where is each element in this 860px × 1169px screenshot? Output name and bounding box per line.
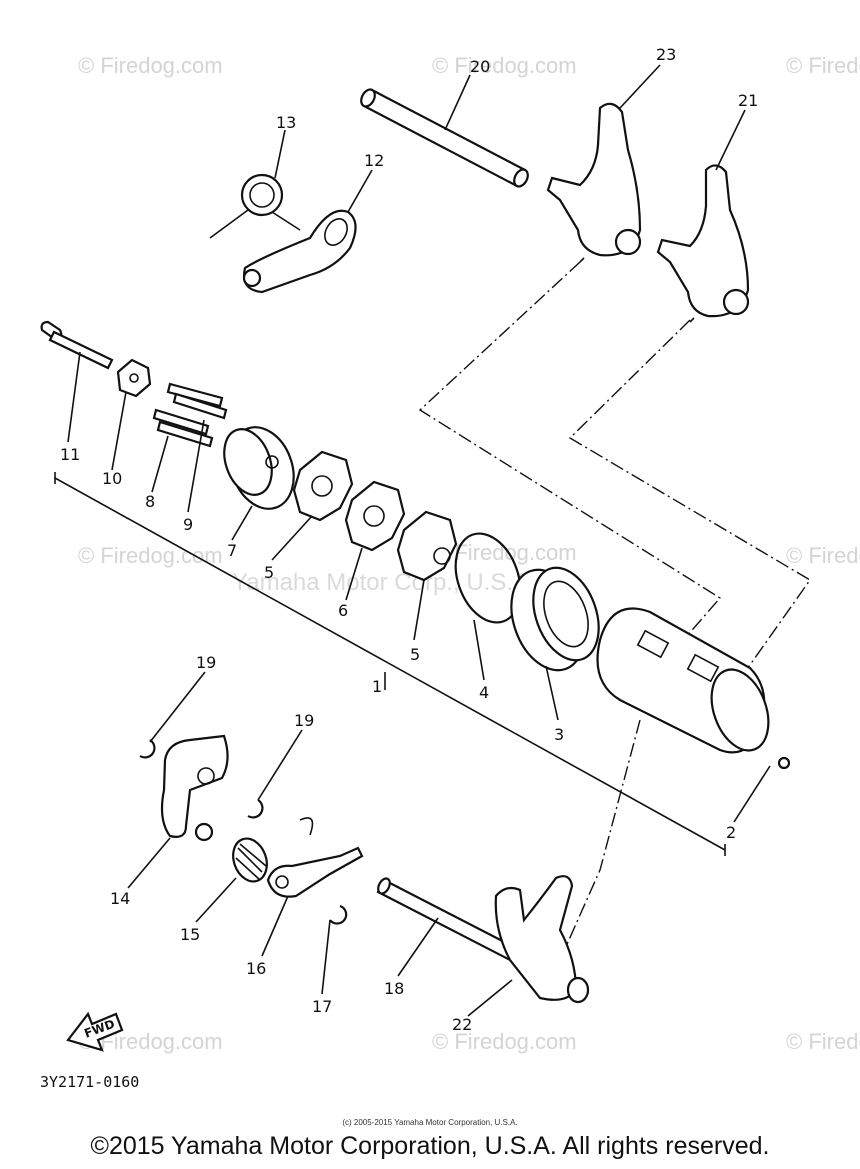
part-10-plate [116, 358, 152, 398]
watermark-3: © Firedog.com [786, 53, 860, 78]
center-watermark: Yamaha Motor Corp., U.S.A. [232, 569, 536, 596]
watermark-2: © Firedog.com [432, 53, 577, 78]
label-9: 9 [183, 515, 193, 534]
fwd-arrow-icon: FWD [66, 1011, 124, 1052]
part-8-pins [152, 408, 214, 448]
part-22-shift-fork [494, 875, 590, 1004]
small-copyright: (c) 2005-2015 Yamaha Motor Corporation, … [342, 1118, 518, 1127]
label-23: 23 [656, 45, 676, 64]
label-2: 2 [726, 823, 736, 842]
part-11-bolt [40, 320, 114, 370]
label-19a: 19 [196, 653, 216, 672]
part-15-spring [232, 837, 268, 883]
part-7-segment [223, 426, 295, 510]
label-8: 8 [145, 492, 155, 511]
watermark-6: © Firedog.com [786, 543, 860, 568]
label-3: 3 [554, 725, 564, 744]
label-10: 10 [102, 469, 122, 488]
label-7: 7 [227, 541, 237, 560]
label-21: 21 [738, 91, 758, 110]
part-20-shaft [360, 88, 529, 188]
part-9-pins [166, 382, 228, 420]
label-5a: 5 [264, 563, 274, 582]
label-13: 13 [276, 113, 296, 132]
part-5-plate-lower [396, 510, 458, 582]
part-4-circlip [454, 532, 522, 624]
part-17-circlip [329, 904, 348, 925]
label-19b: 19 [294, 711, 314, 730]
guide-line-21 [568, 319, 812, 673]
label-14: 14 [110, 889, 130, 908]
part-6-plate [344, 480, 406, 552]
label-1: 1 [372, 677, 382, 696]
label-18: 18 [384, 979, 404, 998]
label-6: 6 [338, 601, 348, 620]
label-20: 20 [470, 57, 490, 76]
part-12-lever [242, 209, 357, 294]
part-19-circlips [139, 739, 264, 819]
part-13-spring [209, 173, 301, 239]
part-labels: 20 23 21 13 12 11 10 8 9 7 5 6 5 4 3 1 2… [60, 45, 758, 1034]
label-22: 22 [452, 1015, 472, 1034]
part-14-shift-arm [160, 734, 229, 842]
watermark-1: © Firedog.com [78, 53, 223, 78]
part-21-shift-fork [656, 164, 750, 323]
watermark-8: © Firedog.com [432, 1029, 577, 1054]
label-17: 17 [312, 997, 332, 1016]
label-15: 15 [180, 925, 200, 944]
label-4: 4 [479, 683, 489, 702]
watermark-4: © Firedog.com [78, 543, 223, 568]
guide-line-22 [559, 719, 641, 961]
label-11: 11 [60, 445, 80, 464]
label-12: 12 [364, 151, 384, 170]
diagram-code: 3Y2171-0160 [40, 1073, 140, 1091]
part-16-plate [266, 817, 364, 898]
copyright-notice: ©2015 Yamaha Motor Corporation, U.S.A. A… [90, 1132, 770, 1160]
assembly-axis-line [54, 477, 726, 851]
part-23-shift-fork [546, 102, 642, 263]
part-2-shift-drum [596, 607, 791, 770]
part-5-plate-upper [292, 450, 354, 522]
label-16: 16 [246, 959, 266, 978]
label-5b: 5 [410, 645, 420, 664]
part-3-bearing [510, 566, 600, 672]
watermark-9: © Firedog.com [786, 1029, 860, 1054]
leader-lines [67, 64, 771, 1017]
watermarks: © Firedog.com © Firedog.com © Firedog.co… [78, 53, 860, 1054]
